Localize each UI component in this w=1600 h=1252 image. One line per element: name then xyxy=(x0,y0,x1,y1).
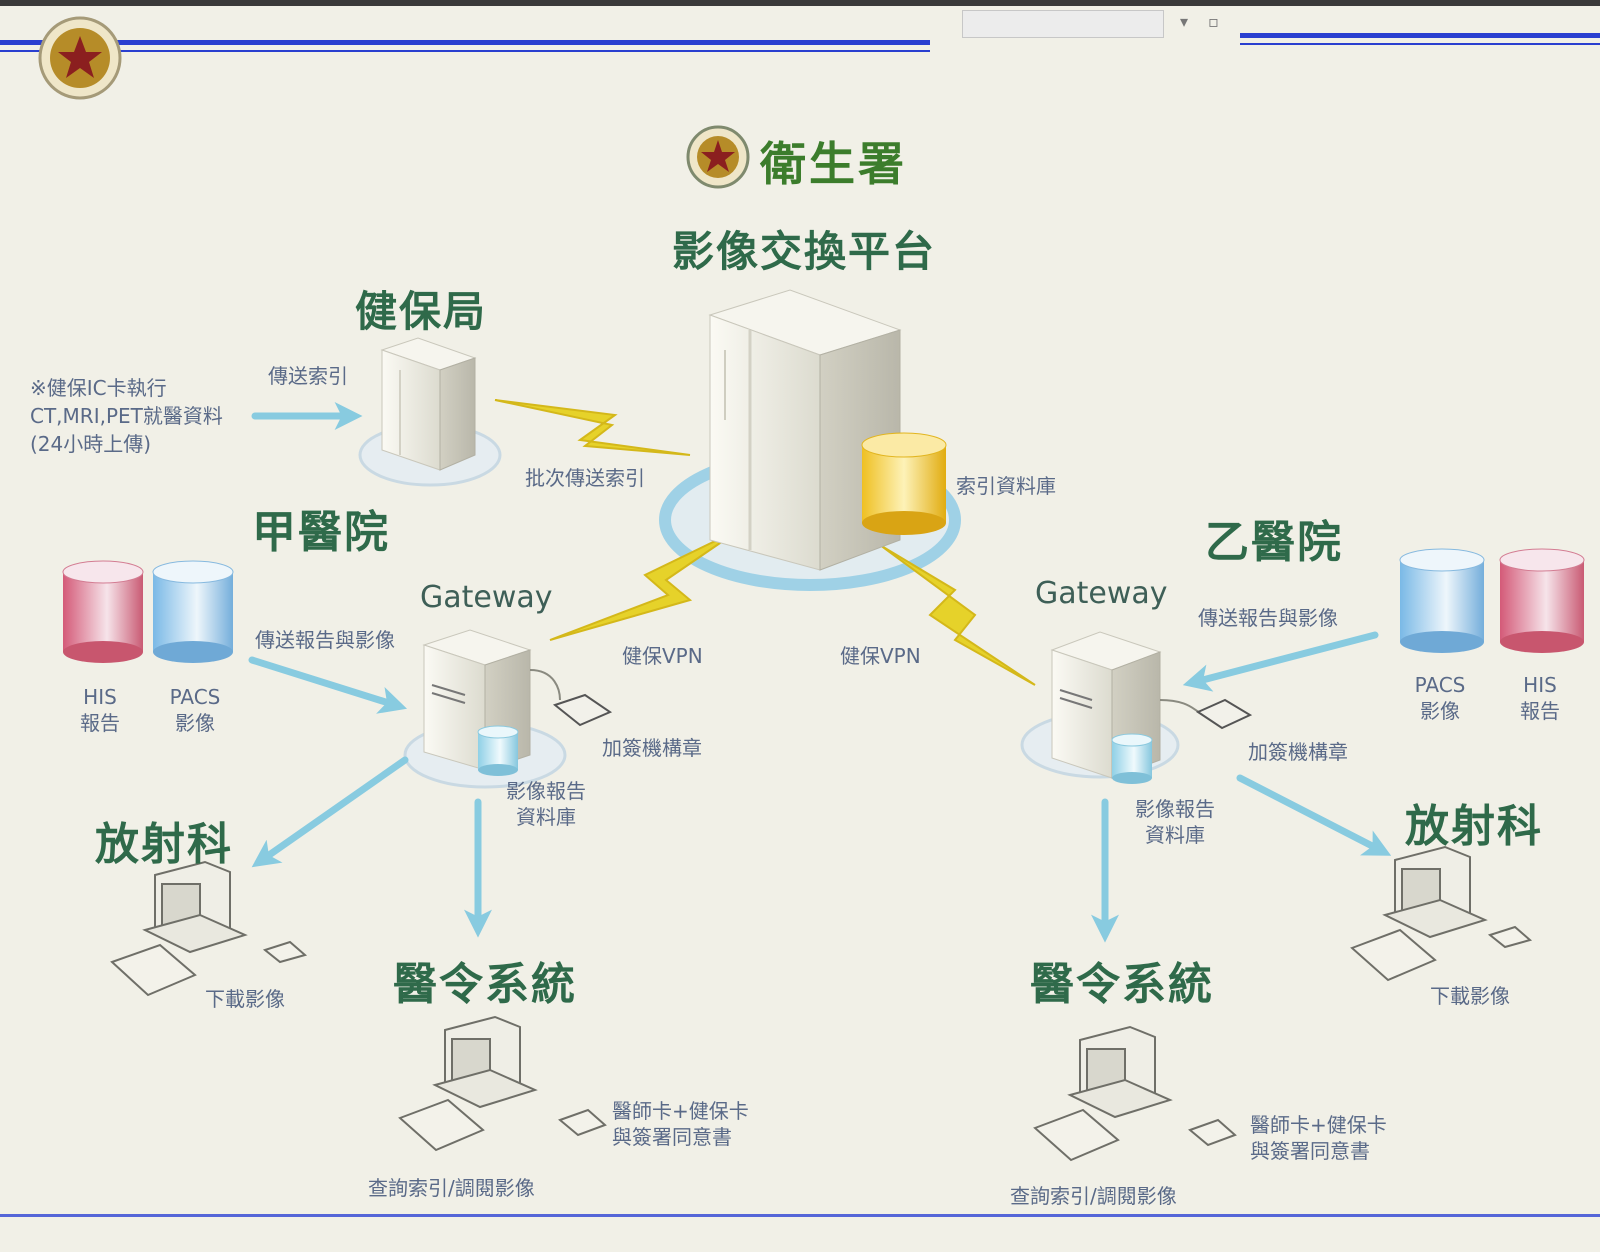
nhi-note-line: (24小時上傳) xyxy=(30,432,152,456)
vpn-a-label: 健保VPN xyxy=(622,644,703,668)
nhi-label: 健保局 xyxy=(355,287,488,336)
nhi-note-line: CT,MRI,PET就醫資料 xyxy=(30,404,223,428)
cards-a-line: 與簽署同意書 xyxy=(612,1125,732,1149)
workstation-b-radiology-icon xyxy=(1350,845,1533,982)
workstation-a-order-icon xyxy=(398,1015,607,1152)
pacs-a-line: 影像 xyxy=(175,711,215,735)
order-system-b-label: 醫令系統 xyxy=(1030,959,1214,1010)
query-b-label: 查詢索引/調閱影像 xyxy=(1010,1184,1177,1208)
pacs-a-db-icon xyxy=(152,560,234,663)
chevron-down-icon[interactable]: ▾ xyxy=(1180,12,1189,31)
bolt-vpn-a-icon xyxy=(549,527,743,641)
gateway-b-db-icon xyxy=(1111,733,1153,784)
cards-b-line: 醫師卡+健保卡 xyxy=(1250,1113,1387,1137)
nhi-server-icon xyxy=(380,337,477,471)
hospital-b-label: 乙醫院 xyxy=(1205,517,1343,568)
gateway-a-db-icon xyxy=(477,725,519,776)
nhi-note: ※健保IC卡執行 CT,MRI,PET就醫資料 (24小時上傳) xyxy=(30,374,223,458)
title-emblem-icon xyxy=(686,125,750,189)
platform-label: 影像交換平台 xyxy=(672,227,937,276)
index-db-label: 索引資料庫 xyxy=(956,474,1056,498)
pacs-a-label: PACS 影像 xyxy=(160,684,230,736)
gateway-b-db-line: 資料庫 xyxy=(1145,823,1205,847)
gateway-a-signer-icon xyxy=(529,669,613,727)
send-index-label: 傳送索引 xyxy=(268,364,348,388)
his-a-db-icon xyxy=(62,560,144,663)
index-db-icon xyxy=(861,432,947,535)
send-report-b-label: 傳送報告與影像 xyxy=(1198,606,1338,630)
gateway-a-db-label: 影像報告 資料庫 xyxy=(496,778,596,830)
nhi-note-line: ※健保IC卡執行 xyxy=(30,376,167,400)
arrow-gateway-b-to-radiology xyxy=(1236,774,1392,856)
gateway-a-db-line: 影像報告 xyxy=(506,779,586,803)
gateway-b-label: Gateway xyxy=(1035,576,1168,611)
order-system-a-label: 醫令系統 xyxy=(393,959,577,1010)
hospital-a-label: 甲醫院 xyxy=(252,507,390,558)
pacs-b-line: PACS xyxy=(1414,673,1466,697)
query-a-label: 查詢索引/調閱影像 xyxy=(368,1176,535,1200)
bolt-vpn-b-icon xyxy=(879,544,1036,686)
arrow-his-to-gateway-a xyxy=(248,656,408,714)
bolt-nhi-icon xyxy=(494,399,691,456)
gateway-b-db-label: 影像報告 資料庫 xyxy=(1125,796,1225,848)
window-restore-icon[interactable]: ▫ xyxy=(1208,12,1219,31)
pacs-a-line: PACS xyxy=(169,685,221,709)
vpn-b-label: 健保VPN xyxy=(840,644,921,668)
his-b-db-icon xyxy=(1499,548,1585,653)
send-report-a-label: 傳送報告與影像 xyxy=(255,628,395,652)
toolbar-dropdown[interactable] xyxy=(962,10,1164,38)
gateway-b-signer-icon xyxy=(1159,698,1253,730)
pacs-b-line: 影像 xyxy=(1420,699,1460,723)
radiology-a-label: 放射科 xyxy=(95,819,233,870)
pacs-b-db-icon xyxy=(1399,548,1485,653)
arrow-his-to-gateway-b xyxy=(1182,631,1379,692)
download-b-label: 下載影像 xyxy=(1430,984,1510,1008)
his-a-line: 報告 xyxy=(80,711,120,735)
arrow-gateway-a-to-radiology xyxy=(251,756,409,868)
flow-arrows xyxy=(248,402,1392,943)
header-rules xyxy=(0,0,1600,1217)
his-b-label: HIS 報告 xyxy=(1510,672,1570,724)
cards-a-label: 醫師卡+健保卡 與簽署同意書 xyxy=(612,1098,749,1150)
his-a-label: HIS 報告 xyxy=(70,684,130,736)
gateway-a-label: Gateway xyxy=(420,580,553,615)
sign-a-label: 加簽機構章 xyxy=(602,736,702,760)
radiology-b-label: 放射科 xyxy=(1405,801,1543,852)
gateway-a-db-line: 資料庫 xyxy=(516,805,576,829)
batch-index-label: 批次傳送索引 xyxy=(525,466,645,490)
gateway-b-db-line: 影像報告 xyxy=(1135,797,1215,821)
cards-a-line: 醫師卡+健保卡 xyxy=(612,1099,749,1123)
sign-b-label: 加簽機構章 xyxy=(1248,740,1348,764)
exchange-platform-server-icon xyxy=(708,289,902,571)
download-a-label: 下載影像 xyxy=(205,987,285,1011)
his-b-line: 報告 xyxy=(1520,699,1560,723)
cards-b-line: 與簽署同意書 xyxy=(1250,1139,1370,1163)
corner-emblem-icon xyxy=(38,16,122,100)
page-title: 衛生署 xyxy=(760,137,907,191)
workstation-a-radiology-icon xyxy=(110,860,308,997)
workstation-b-order-icon xyxy=(1033,1025,1237,1162)
cards-b-label: 醫師卡+健保卡 與簽署同意書 xyxy=(1250,1112,1387,1164)
his-a-line: HIS xyxy=(83,685,117,709)
pacs-b-label: PACS 影像 xyxy=(1405,672,1475,724)
his-b-line: HIS xyxy=(1523,673,1557,697)
